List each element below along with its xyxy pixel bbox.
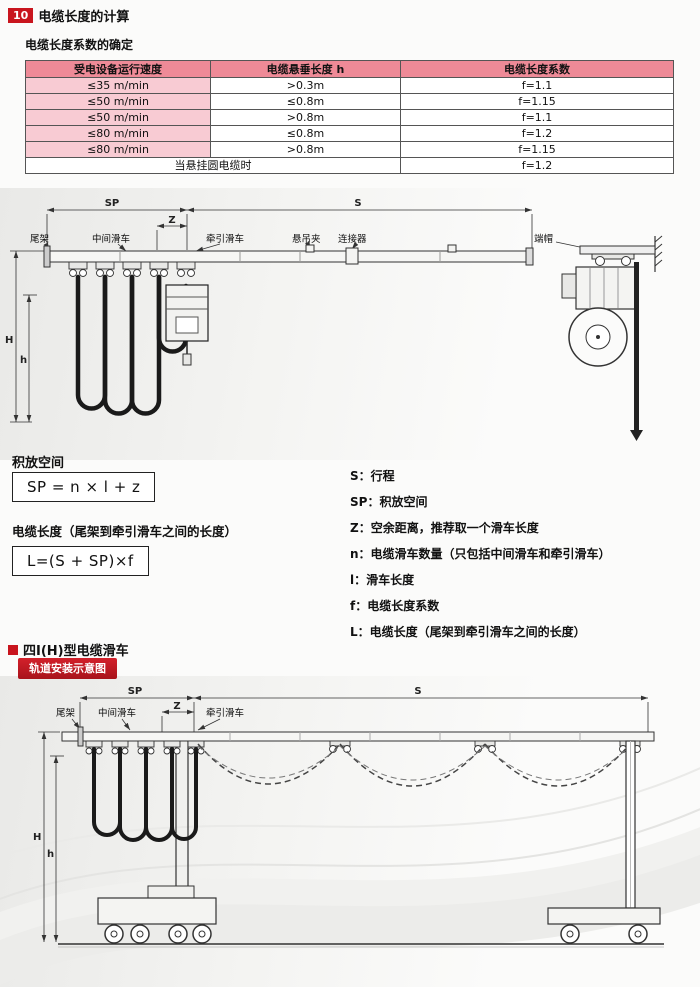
table-row: ≤80 m/min ≤0.8m f=1.2 xyxy=(25,125,674,142)
dim-label-sp: SP xyxy=(128,686,143,697)
label-end-cap: 端帽 xyxy=(534,233,553,245)
track-installation-diagram: SP S Z 尾架 中间滑车 牵引滑车 xyxy=(33,686,664,948)
dim-label-s: S xyxy=(414,686,421,697)
suspension-clamp xyxy=(447,244,457,253)
section2-header: 四Ⅰ(H)型电缆滑车 xyxy=(8,640,129,659)
legend-item: L：电缆长度（尾架到牵引滑车之间的长度） xyxy=(350,625,586,639)
label-connector: 连接器 xyxy=(338,233,367,245)
table-cell: ≤0.8m xyxy=(210,125,401,142)
dim-label-s: S xyxy=(354,198,361,209)
catenary-support-trolleys xyxy=(329,740,641,753)
label-tow-trolley: 牵引滑车 xyxy=(206,707,244,719)
connector-box xyxy=(345,247,359,265)
label-tail-bracket: 尾架 xyxy=(56,708,76,719)
dim-label-sp: SP xyxy=(105,198,120,209)
table-cell: 当悬挂圆电缆时 xyxy=(25,157,401,174)
symbol-legend: S：行程 SP：积放空间 Z：空余距离，推荐取一个滑车长度 n：电缆滑车数量（只… xyxy=(350,467,685,649)
hoist-equipment xyxy=(165,284,209,366)
section-number-badge: 10 xyxy=(8,8,34,23)
festoon-system-diagram: SP S Z 尾架 中间滑车 牵引滑车 悬吊夹 连接器 端帽 xyxy=(5,198,663,441)
catenary-cables xyxy=(197,743,631,787)
part-labels: 尾架 中间滑车 牵引滑车 xyxy=(56,707,244,731)
table-cell: f=1.15 xyxy=(400,93,674,110)
festoon-loops xyxy=(75,274,189,416)
table-cell: ≤50 m/min xyxy=(25,109,211,126)
moving-machine xyxy=(97,885,217,944)
table-row: ≤50 m/min ≤0.8m f=1.15 xyxy=(25,93,674,110)
tail-bracket xyxy=(43,245,51,268)
dim-label-h: h xyxy=(20,355,27,366)
length-formula-title: 电缆长度（尾架到牵引滑车之间的长度） xyxy=(12,524,238,539)
section1-header: 10 电缆长度的计算 xyxy=(8,6,129,25)
label-tail-bracket: 尾架 xyxy=(30,234,50,245)
legend-item: Z：空余距离，推荐取一个滑车长度 xyxy=(350,521,539,535)
table-cell: f=1.15 xyxy=(400,141,674,158)
table-cell: >0.8m xyxy=(210,109,401,126)
track-rail xyxy=(61,726,655,747)
page-title: 电缆长度的计算 xyxy=(38,10,130,25)
table-row: ≤35 m/min >0.3m f=1.1 xyxy=(25,77,674,94)
table-header-cell: 电缆悬垂长度 h xyxy=(210,60,401,78)
label-middle-trolley: 中间滑车 xyxy=(98,707,136,719)
table-row: ≤80 m/min >0.8m f=1.15 xyxy=(25,141,674,158)
length-formula-box: L=(S + SP)×f xyxy=(12,546,149,576)
pendant xyxy=(182,353,192,366)
table-row: ≤50 m/min >0.8m f=1.1 xyxy=(25,109,674,126)
end-cap-assembly xyxy=(561,235,663,441)
height-dimensions: H h xyxy=(5,250,44,423)
legend-item: n：电缆滑车数量（只包括中间滑车和牵引滑车） xyxy=(350,547,611,561)
red-square-bullet xyxy=(8,644,18,655)
table-cell: ≤50 m/min xyxy=(25,93,211,110)
section2-title: 四Ⅰ(H)型电缆滑车 xyxy=(23,644,129,659)
label-middle-trolley: 中间滑车 xyxy=(92,233,130,245)
machine-mast xyxy=(175,741,189,898)
table-cell: ≤80 m/min xyxy=(25,141,211,158)
legend-item: S：行程 xyxy=(350,469,395,483)
space-formula-box: SP = n × l + z xyxy=(12,472,156,502)
legend-item: l：滑车长度 xyxy=(350,573,415,587)
suspension-clamp xyxy=(305,244,315,253)
table-header-cell: 受电设备运行速度 xyxy=(25,60,211,78)
track-rail xyxy=(43,244,534,268)
label-suspension-clamp: 悬吊夹 xyxy=(292,233,321,245)
table-cell: ≤80 m/min xyxy=(25,125,211,142)
table-header-row: 受电设备运行速度 电缆悬垂长度 h 电缆长度系数 xyxy=(25,60,674,78)
height-dimensions: H h xyxy=(33,731,64,942)
tail-bracket xyxy=(77,726,84,747)
dimension-lines: SP S Z xyxy=(79,686,649,732)
table-subtitle: 电缆长度系数的确定 xyxy=(25,38,134,52)
cable-coefficient-table: 受电设备运行速度 电缆悬垂长度 h 电缆长度系数 ≤35 m/min >0.3m… xyxy=(25,60,674,174)
table-cell: f=1.2 xyxy=(400,125,674,142)
end-column-and-cart xyxy=(547,740,661,944)
dim-label-H: H xyxy=(5,335,13,346)
dim-label-z: Z xyxy=(168,215,175,226)
table-header-cell: 电缆长度系数 xyxy=(400,60,674,78)
track-install-badge: 轨道安装示意图 xyxy=(18,658,117,679)
table-cell: f=1.1 xyxy=(400,109,674,126)
dim-label-z: Z xyxy=(173,701,180,712)
legend-item: f：电缆长度系数 xyxy=(350,599,440,613)
label-tow-trolley: 牵引滑车 xyxy=(206,233,244,245)
table-cell: f=1.1 xyxy=(400,77,674,94)
table-cell: ≤0.8m xyxy=(210,93,401,110)
cable-trolleys xyxy=(68,261,196,277)
table-cell: f=1.2 xyxy=(400,157,674,174)
space-formula-title: 积放空间 xyxy=(12,456,65,471)
floor-line xyxy=(58,943,664,948)
table-cell: >0.8m xyxy=(210,141,401,158)
table-cell: ≤35 m/min xyxy=(25,77,211,94)
table-footer-row: 当悬挂圆电缆时 f=1.2 xyxy=(25,157,674,174)
festoon-loops xyxy=(92,747,198,842)
drop-bar xyxy=(634,262,639,430)
dim-label-H: H xyxy=(33,832,41,843)
part-labels: 尾架 中间滑车 牵引滑车 悬吊夹 连接器 端帽 xyxy=(30,233,595,252)
end-stop xyxy=(525,247,534,266)
dim-label-h: h xyxy=(47,849,54,860)
legend-item: SP：积放空间 xyxy=(350,495,428,509)
table-cell: >0.3m xyxy=(210,77,401,94)
